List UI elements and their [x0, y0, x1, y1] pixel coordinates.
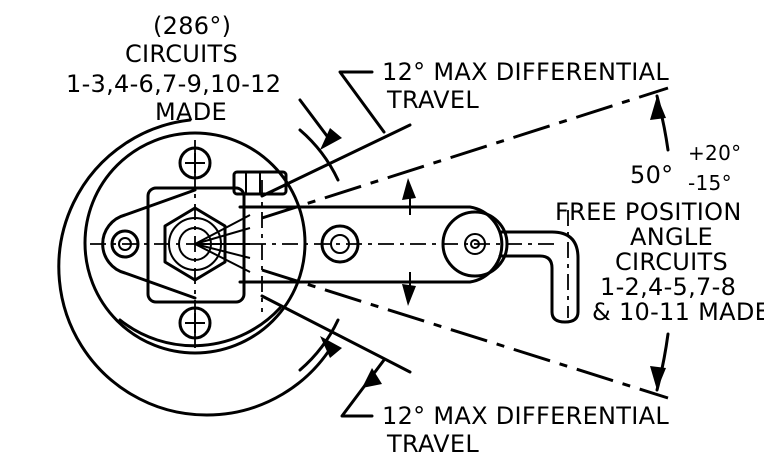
mounting-plate [83, 131, 307, 355]
angle-minus-tolerance: -15° [688, 171, 732, 195]
upper-travel-arc [298, 128, 340, 182]
free-position-label-5: & 10-11 MADE [592, 298, 764, 326]
angle-plus-tolerance: +20° [688, 141, 741, 165]
lower-travel-label-1: 12° MAX DIFFERENTIAL [382, 402, 669, 430]
lower-travel-arrow [362, 368, 382, 388]
lower-ray-solid [260, 294, 412, 374]
outer-sweep-arc [57, 118, 334, 417]
free-position-label-3: CIRCUITS [615, 248, 728, 276]
circuits-made-title: CIRCUITS [125, 40, 238, 68]
upper-travel-label-1: 12° MAX DIFFERENTIAL [382, 58, 669, 86]
upper-leader [338, 70, 386, 134]
free-position-label-2: ANGLE [630, 223, 713, 251]
circuits-made-angle: (286°) [153, 12, 231, 40]
lower-travel-label-2: TRAVEL [386, 430, 479, 458]
free-position-label-4: 1-2,4-5,7-8 [600, 273, 736, 301]
lower-leader [340, 358, 386, 418]
circuits-made-list: 1-3,4-6,7-9,10-12 [66, 70, 281, 98]
lower-ray-dashed [261, 268, 669, 400]
angle-arrow-top [650, 96, 666, 120]
plate-edge-arc [118, 306, 282, 348]
angle-base: 50° [630, 161, 673, 189]
free-position-label-1: FREE POSITION [555, 198, 742, 226]
lever-arm [238, 205, 504, 284]
angle-arrow-bottom [650, 366, 666, 390]
lower-leader-arrow [320, 336, 342, 358]
upper-ray-dashed [261, 86, 669, 220]
upper-ray-solid [260, 123, 412, 198]
circuits-made-state: MADE [155, 98, 227, 126]
actuator-wire [498, 230, 580, 324]
upper-travel-label-2: TRAVEL [386, 86, 479, 114]
inner-arrow-lower [402, 284, 416, 306]
lower-travel-arc [298, 318, 340, 372]
inner-arrow-upper [402, 178, 416, 200]
